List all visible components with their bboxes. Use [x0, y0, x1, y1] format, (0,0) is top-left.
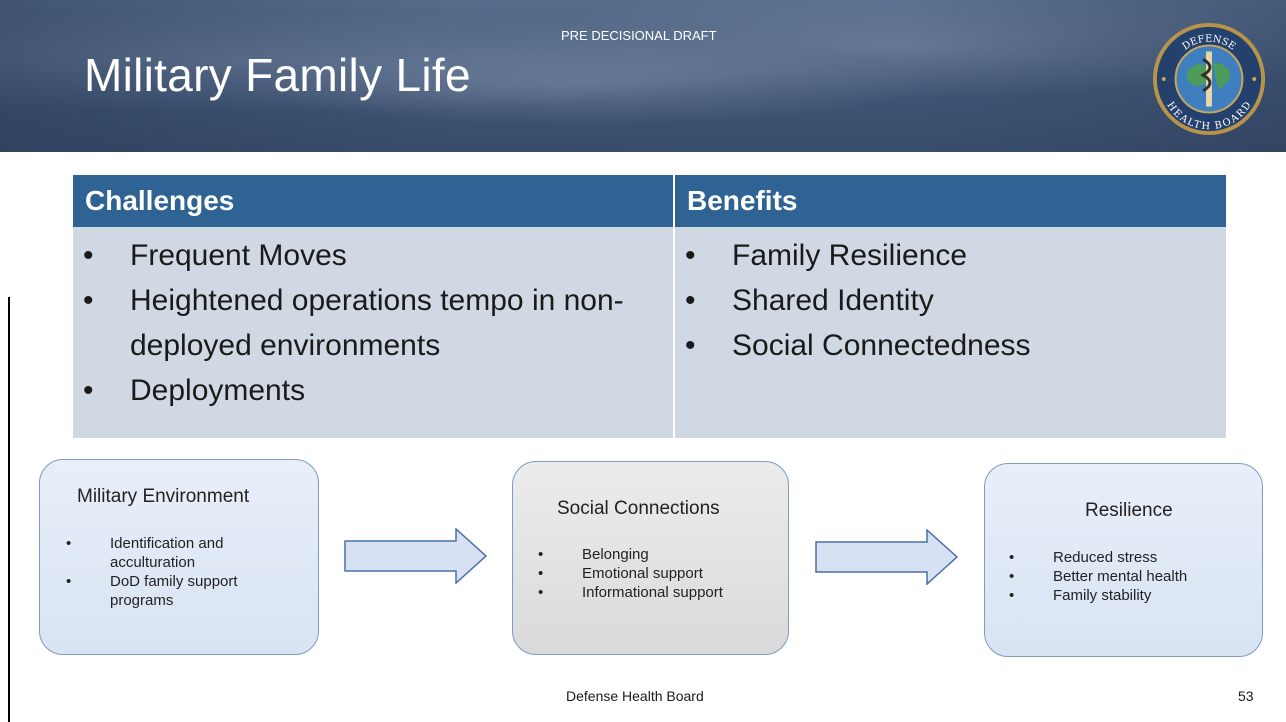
- box-title: Social Connections: [557, 498, 720, 519]
- list-item: Social Connectedness: [675, 323, 1226, 368]
- box-list: Identification and acculturation DoD fam…: [66, 534, 300, 610]
- list-item: Better mental health: [1009, 567, 1258, 586]
- benefits-list: Family Resilience Shared Identity Social…: [675, 233, 1226, 368]
- box-list: Reduced stress Better mental health Fami…: [1009, 548, 1258, 605]
- defense-health-board-seal-icon: DEFENSE HEALTH BOARD: [1152, 22, 1266, 136]
- challenges-cell: Frequent Moves Heightened operations tem…: [73, 227, 674, 438]
- list-item: Identification and acculturation: [66, 534, 300, 572]
- left-edge-rule: [8, 297, 10, 722]
- social-connections-box: Social Connections Belonging Emotional s…: [512, 461, 789, 655]
- list-item: Reduced stress: [1009, 548, 1258, 567]
- list-item: Emotional support: [538, 564, 782, 583]
- page-title: Military Family Life: [84, 49, 471, 101]
- challenges-list: Frequent Moves Heightened operations tem…: [73, 233, 673, 413]
- list-item: Belonging: [538, 545, 782, 564]
- list-item: Informational support: [538, 583, 782, 602]
- banner-photo-overlay: [0, 0, 1286, 152]
- header-banner: Military Family Life PRE DECISIONAL DRAF…: [0, 0, 1286, 152]
- list-item: Heightened operations tempo in non-deplo…: [73, 278, 673, 368]
- arrow-right-icon: [815, 529, 959, 585]
- list-item: Family Resilience: [675, 233, 1226, 278]
- box-title: Resilience: [1085, 500, 1173, 521]
- box-list: Belonging Emotional support Informationa…: [538, 545, 782, 602]
- page-number: 53: [1238, 688, 1254, 704]
- box-title: Military Environment: [77, 486, 250, 507]
- footer-text: Defense Health Board: [566, 688, 704, 704]
- military-environment-box: Military Environment Identification and …: [39, 459, 319, 655]
- challenges-benefits-table: Challenges Benefits Frequent Moves Heigh…: [73, 175, 1226, 438]
- benefits-cell: Family Resilience Shared Identity Social…: [673, 227, 1226, 438]
- resilience-box: Resilience Reduced stress Better mental …: [984, 463, 1263, 657]
- list-item: Frequent Moves: [73, 233, 673, 278]
- draft-label: PRE DECISIONAL DRAFT: [561, 28, 717, 43]
- list-item: Shared Identity: [675, 278, 1226, 323]
- list-item: Deployments: [73, 368, 673, 413]
- list-item: DoD family support programs: [66, 572, 300, 610]
- table-header-challenges: Challenges: [73, 175, 674, 227]
- list-item: Family stability: [1009, 586, 1258, 605]
- table-header-benefits: Benefits: [673, 175, 1226, 227]
- arrow-right-icon: [344, 528, 488, 584]
